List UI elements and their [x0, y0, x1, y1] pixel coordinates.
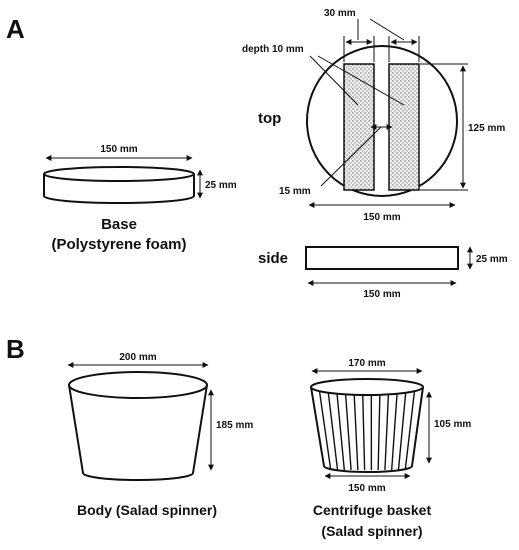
top-view-label: top [258, 110, 281, 127]
depth-label: depth 10 mm [242, 44, 304, 55]
basket-bottom-label: 150 mm [348, 483, 385, 494]
basket-rib [390, 391, 398, 471]
basket-ribs [318, 391, 416, 471]
base-width-label: 150 mm [100, 144, 137, 155]
base-title: Base [101, 216, 137, 233]
basket-rib [361, 391, 366, 471]
base-subtitle: (Polystyrene foam) [51, 236, 186, 253]
basket-height-label: 105 mm [434, 419, 471, 430]
gap-label: 15 mm [279, 186, 311, 197]
basket-rib [397, 391, 407, 471]
side-view-rect [305, 246, 459, 270]
top-right-slot [388, 63, 420, 191]
basket-caption-line1: Centrifuge basket [313, 502, 432, 518]
basket-rib [318, 391, 332, 471]
top-left-slot [343, 63, 375, 191]
side-view-label: side [258, 250, 288, 267]
top-width-label: 150 mm [363, 212, 400, 223]
body-height-label: 185 mm [216, 420, 253, 431]
side-height-label: 25 mm [476, 254, 508, 265]
basket-rib [377, 391, 381, 471]
basket-rib [404, 391, 416, 471]
basket-rib [336, 391, 346, 471]
basket-rib [353, 391, 359, 471]
basket-rib [384, 391, 390, 471]
gap-leader [320, 126, 382, 187]
top-height-label: 125 mm [468, 123, 505, 134]
depth-leader-1 [309, 55, 359, 106]
side-width-label: 150 mm [363, 289, 400, 300]
panel-label-b: B [6, 334, 25, 364]
basket-caption-line2: (Salad spinner) [321, 523, 422, 539]
base-disc [43, 166, 195, 204]
body-width-label: 200 mm [119, 352, 156, 363]
basket-rib [327, 391, 339, 471]
centrifuge-basket [310, 378, 424, 473]
slot-width-leader-2 [369, 18, 405, 41]
basket-top-label: 170 mm [348, 358, 385, 369]
basket-rib [344, 391, 352, 471]
slot-width-label: 30 mm [324, 8, 356, 19]
top-view-disc [306, 45, 458, 197]
panel-label-a: A [6, 14, 25, 44]
depth-leader-2 [317, 55, 405, 106]
body-caption: Body (Salad spinner) [77, 502, 217, 518]
base-height-label: 25 mm [205, 180, 237, 191]
body-bowl [68, 371, 208, 481]
